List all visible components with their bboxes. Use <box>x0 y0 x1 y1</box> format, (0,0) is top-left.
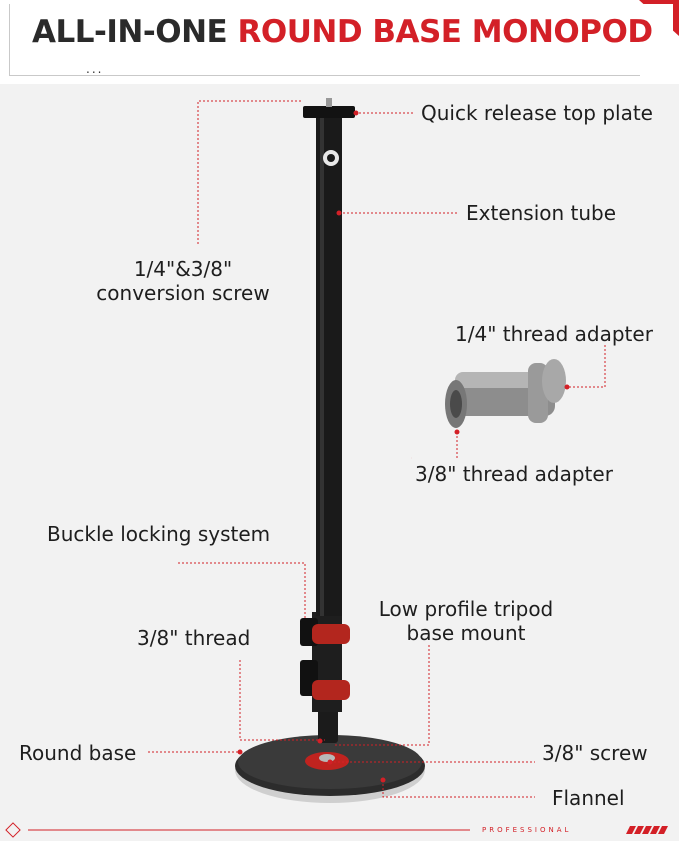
label-low-profile-line1: Low profile tripod <box>378 597 554 621</box>
tube-highlight <box>320 116 324 616</box>
extension-tube-body <box>316 116 342 616</box>
title-frame <box>9 4 640 76</box>
base-screw-tip <box>319 754 335 762</box>
label-thread: 3/8" thread <box>137 626 251 650</box>
top-screw <box>326 98 332 107</box>
footer-diamond-icon <box>5 822 21 838</box>
label-round-base: Round base <box>19 741 137 765</box>
label-screw: 3/8" screw <box>542 741 648 765</box>
label-extension-tube: Extension tube <box>466 201 617 225</box>
label-three-eighths-adapter: 3/8" thread adapter <box>415 462 613 486</box>
label-low-profile: Low profile tripod base mount <box>366 597 566 645</box>
label-conversion-screw: 1/4"&3/8" conversion screw <box>88 257 278 305</box>
header-banner: ALL-IN-ONE ROUND BASE MONOPOD ... <box>0 0 679 84</box>
clamp-1 <box>312 624 350 644</box>
label-conversion-screw-line2: conversion screw <box>96 281 270 305</box>
footer-stripes <box>626 826 668 834</box>
thread-adapter-icon <box>445 359 566 428</box>
label-quarter-adapter: 1/4" thread adapter <box>455 322 653 346</box>
footer-text: PROFESSIONAL <box>482 826 572 834</box>
title-part-2: ROUND BASE MONOPOD <box>237 14 653 50</box>
clamp-2 <box>312 680 350 700</box>
corner-triangle-icon <box>639 0 679 36</box>
page-title: ALL-IN-ONE ROUND BASE MONOPOD <box>32 14 653 50</box>
label-conversion-screw-line1: 1/4"&3/8" <box>133 257 233 281</box>
title-part-1: ALL-IN-ONE <box>32 14 238 50</box>
header-dots: ... <box>86 62 104 76</box>
label-buckle: Buckle locking system <box>47 522 271 546</box>
label-flannel: Flannel <box>552 786 625 810</box>
lower-mount <box>318 705 338 743</box>
top-plate <box>303 106 355 118</box>
label-low-profile-line2: base mount <box>406 621 526 645</box>
label-top-plate: Quick release top plate <box>421 101 653 125</box>
